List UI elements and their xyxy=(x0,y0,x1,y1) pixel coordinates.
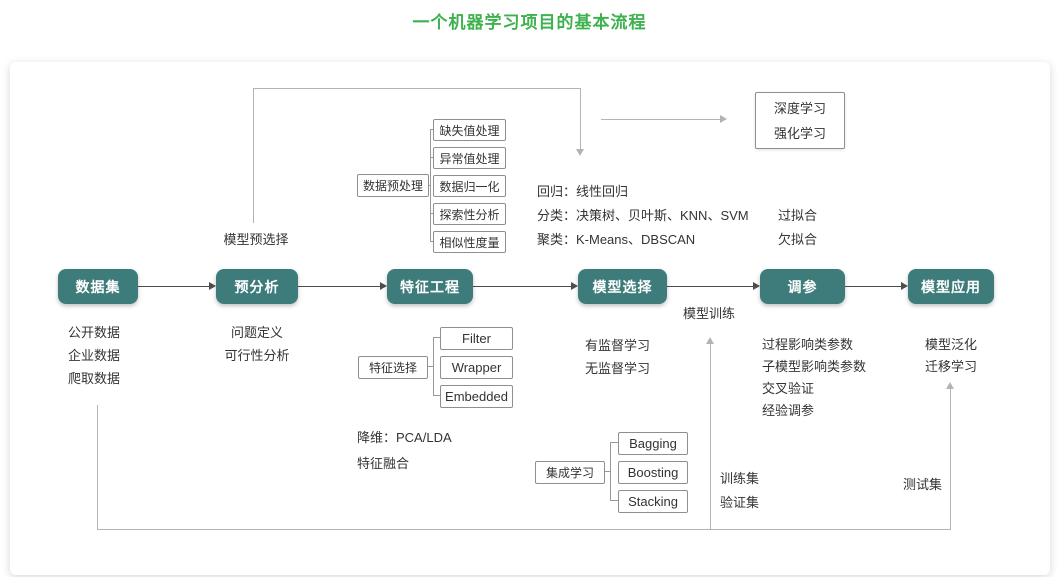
model-train-label: 模型训练 xyxy=(683,306,736,321)
feature-select-stub-3 xyxy=(433,395,440,396)
preprocess-child-normalize: 数据归一化 xyxy=(433,175,506,197)
feature-select-connector xyxy=(426,366,434,367)
preprocess-stub-5 xyxy=(430,241,434,242)
model-type-clustering: 聚类：K-Means、DBSCAN xyxy=(537,232,696,247)
tuning-note-crossvalidation: 交叉验证 xyxy=(762,381,815,396)
stage-preanalysis: 预分析 xyxy=(216,269,298,304)
flow-line-2 xyxy=(298,286,380,287)
tuning-note-submodel-params: 子模型影响类参数 xyxy=(762,359,867,374)
flow-arrow-4-icon xyxy=(753,282,760,290)
preselect-vline xyxy=(253,88,254,223)
stage-application: 模型应用 xyxy=(908,269,994,304)
split-test-label: 测试集 xyxy=(903,477,943,492)
preprocess-child-similarity: 相似性度量 xyxy=(433,231,506,253)
ensemble-boosting-box: Boosting xyxy=(618,461,688,484)
flow-line-3 xyxy=(473,286,571,287)
model-type-classification: 分类：决策树、贝叶斯、KNN、SVM xyxy=(537,208,749,223)
split-train-label: 训练集 xyxy=(720,471,760,486)
trainset-up-arrow-icon xyxy=(706,337,714,344)
preanalysis-note-feasibility: 可行性分析 xyxy=(224,348,290,363)
dataset-note-public: 公开数据 xyxy=(68,325,121,340)
overfit-label: 过拟合 xyxy=(778,208,818,223)
flow-line-1 xyxy=(138,286,209,287)
flow-arrow-1-icon xyxy=(209,282,216,290)
feature-select-filter-box: Filter xyxy=(440,327,513,350)
preprocess-stub-2 xyxy=(430,157,434,158)
preprocess-connector xyxy=(427,185,431,186)
testset-route-vline xyxy=(950,389,951,530)
ensemble-stub-3 xyxy=(610,500,618,501)
data-route-vline-left xyxy=(97,405,98,530)
model-select-unsupervised: 无监督学习 xyxy=(585,361,651,376)
ensemble-bagging-box: Bagging xyxy=(618,432,688,455)
preprocess-stub-1 xyxy=(430,129,434,130)
feature-select-spine xyxy=(433,337,434,396)
application-note-transfer: 迁移学习 xyxy=(925,359,978,374)
preprocess-child-outlier: 异常值处理 xyxy=(433,147,506,169)
flow-arrow-2-icon xyxy=(380,282,387,290)
feature-note-dimreduce: 降维：PCA/LDA xyxy=(357,430,452,445)
ensemble-connector xyxy=(603,471,611,472)
split-valid-label: 验证集 xyxy=(720,495,760,510)
ensemble-parent-box: 集成学习 xyxy=(535,461,605,484)
stage-tuning: 调参 xyxy=(760,269,845,304)
advanced-learning-box: 深度学习 强化学习 xyxy=(755,92,845,149)
feature-select-embedded-box: Embedded xyxy=(440,385,513,408)
preselect-down-arrow-icon xyxy=(576,149,584,156)
model-type-regression: 回归：线性回归 xyxy=(537,184,629,199)
preselect-hline xyxy=(253,88,581,89)
data-route-hline-bottom xyxy=(97,529,951,530)
preprocess-spine xyxy=(430,129,431,242)
model-preselect-label: 模型预选择 xyxy=(223,232,289,247)
reinforcement-learning-label: 强化学习 xyxy=(773,125,826,141)
preprocess-child-explore: 探索性分析 xyxy=(433,203,506,225)
preanalysis-note-problem: 问题定义 xyxy=(230,325,283,340)
diagram-card xyxy=(10,62,1050,575)
preprocess-parent-box: 数据预处理 xyxy=(357,174,429,197)
feature-note-fusion: 特征融合 xyxy=(357,456,410,471)
deep-learning-label: 深度学习 xyxy=(773,100,826,116)
ensemble-stacking-box: Stacking xyxy=(618,490,688,513)
feature-select-stub-1 xyxy=(433,337,440,338)
application-note-generalization: 模型泛化 xyxy=(925,337,978,352)
ensemble-stub-1 xyxy=(610,442,618,443)
preselect-drop-line xyxy=(580,88,581,149)
feature-select-wrapper-box: Wrapper xyxy=(440,356,513,379)
stage-dataset: 数据集 xyxy=(58,269,138,304)
flow-line-4 xyxy=(667,286,753,287)
trainset-route-vline xyxy=(710,344,711,530)
stage-feature-engineering: 特征工程 xyxy=(387,269,473,304)
page-title: 一个机器学习项目的基本流程 xyxy=(412,13,647,32)
preprocess-child-missing: 缺失值处理 xyxy=(433,119,506,141)
advanced-line xyxy=(601,119,720,120)
preprocess-stub-4 xyxy=(430,213,434,214)
flow-line-5 xyxy=(845,286,901,287)
testset-up-arrow-icon xyxy=(946,382,954,389)
feature-select-parent-box: 特征选择 xyxy=(358,356,428,379)
flow-arrow-5-icon xyxy=(901,282,908,290)
tuning-note-experience: 经验调参 xyxy=(762,403,815,418)
dataset-note-crawled: 爬取数据 xyxy=(68,371,121,386)
advanced-arrow-icon xyxy=(720,115,727,123)
stage-model-selection: 模型选择 xyxy=(578,269,667,304)
underfit-label: 欠拟合 xyxy=(778,232,818,247)
dataset-note-enterprise: 企业数据 xyxy=(68,348,121,363)
flow-arrow-3-icon xyxy=(571,282,578,290)
tuning-note-process-params: 过程影响类参数 xyxy=(762,337,854,352)
model-select-supervised: 有监督学习 xyxy=(585,338,651,353)
ensemble-spine xyxy=(610,442,611,501)
